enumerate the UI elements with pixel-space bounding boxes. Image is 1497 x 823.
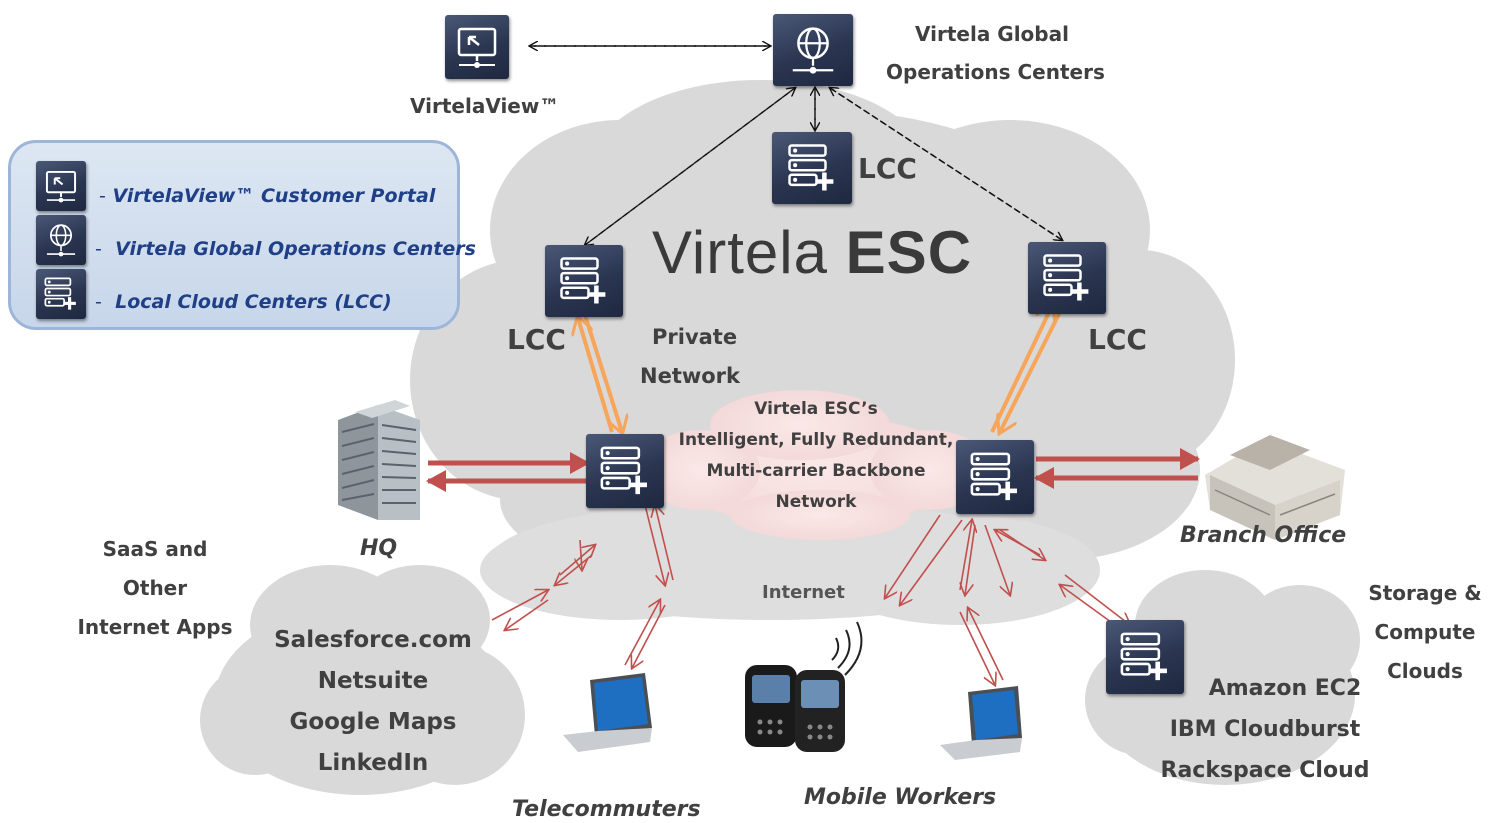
laptop-telecommuter-icon [563,673,652,752]
globe-icon [36,215,86,265]
private-network-label-1: Private [652,325,738,349]
backbone-label-line2: Intelligent, Fully Redundant, [678,430,954,450]
monitor-icon [36,161,86,211]
backbone-left-server-icon[interactable] [586,434,664,508]
lcc-top-server-icon[interactable] [772,132,852,204]
saas-apps-list: Salesforce.com Netsuite Google Maps Link… [268,620,478,784]
internet-label: Internet [762,582,845,603]
saas-heading-line3: Internet Apps [77,615,233,639]
storage-apps-list: Amazon EC2 IBM Cloudburst Rackspace Clou… [1160,668,1370,791]
lcc-right-server-icon[interactable] [1028,242,1106,314]
branch-building-icon [1205,435,1345,540]
management-links [530,46,1062,245]
laptop-mobile-icon [940,686,1022,760]
diagram-title: Virtela ESC [652,218,972,287]
saas-app-linkedin: LinkedIn [317,750,429,776]
backbone-cloud [640,390,990,540]
saas-heading: SaaS and Other Internet Apps [70,530,240,647]
legend-panel: - VirtelaView™ Customer Portal - Virtela… [8,140,476,330]
internet-links [491,505,1130,685]
saas-heading-line1: SaaS and [102,537,208,561]
lcc-left-label: LCC [507,323,566,356]
title-light-text: Virtela [652,219,828,286]
hq-label: HQ [360,536,398,561]
goc-globe-icon[interactable] [773,14,853,86]
server-plus-icon [36,269,86,319]
saas-app-google-maps: Google Maps [289,709,457,735]
storage-heading-line1: Storage & [1368,581,1482,605]
storage-heading-line3: Clouds [1387,659,1463,683]
storage-app-ibm: IBM Cloudburst [1169,717,1361,742]
storage-lcc-server-icon[interactable] [1106,620,1184,694]
goc-label-line1: Virtela Global [915,22,1069,46]
orange-links [578,306,1064,432]
storage-app-rackspace: Rackspace Cloud [1160,758,1370,783]
lcc-top-label: LCC [858,152,917,185]
backbone-label-line4: Network [775,492,857,512]
backbone-right-server-icon[interactable] [956,440,1034,514]
backbone-label-line1: Virtela ESC’s [754,399,878,419]
telecommuters-label: Telecommuters [512,797,701,822]
legend-item-virtelaview: - VirtelaView™ Customer Portal [99,185,436,207]
lcc-right-label: LCC [1088,323,1147,356]
hq-building-icon [338,400,420,520]
wireless-signal-icon [831,621,863,676]
legend-item-goc: - Virtela Global Operations Centers [95,238,476,260]
storage-heading: Storage & Compute Clouds [1355,574,1495,691]
virtelaview-label: VirtelaView™ [410,94,560,118]
saas-cloud [200,565,525,795]
legend-item-lcc: - Local Cloud Centers (LCC) [95,291,392,313]
saas-heading-line2: Other [122,576,188,600]
site-links [426,448,1200,492]
backbone-label-line3: Multi-carrier Backbone [706,461,926,481]
backbone-label: Virtela ESC’s Intelligent, Fully Redunda… [676,394,956,518]
saas-app-netsuite: Netsuite [317,668,429,694]
title-bold-text: ESC [845,219,973,286]
goc-label-line2: Operations Centers [886,60,1105,84]
smartphone-icon [745,665,845,752]
saas-app-salesforce: Salesforce.com [274,627,472,653]
private-network-label-2: Network [640,364,741,388]
virtelaview-monitor-icon[interactable] [445,15,509,79]
lcc-left-server-icon[interactable] [545,245,623,317]
storage-app-amazon: Amazon EC2 [1208,676,1362,701]
branch-office-label: Branch Office [1180,523,1347,548]
storage-heading-line2: Compute [1374,620,1476,644]
mobile-workers-label: Mobile Workers [804,785,997,810]
